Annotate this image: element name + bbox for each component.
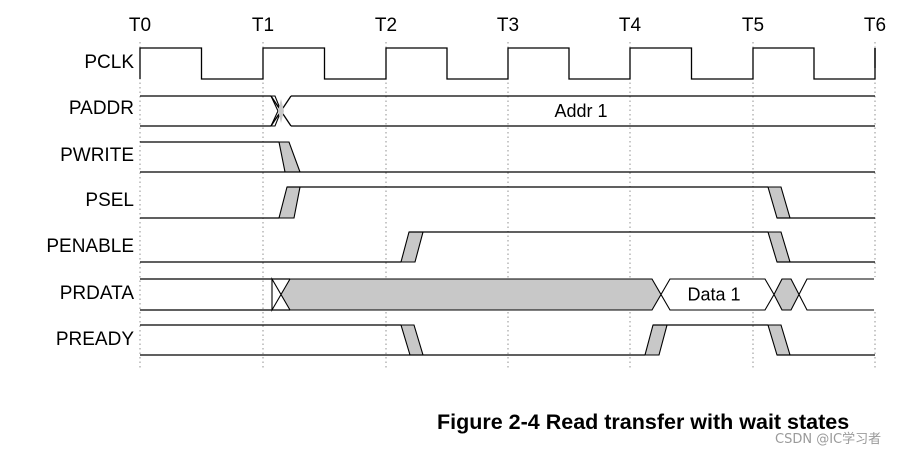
pclk-waveform: [139, 47, 876, 80]
time-marker-t3: T3: [497, 15, 519, 36]
pwrite-transition: [278, 141, 301, 173]
signal-label-prdata: PRDATA: [60, 283, 135, 304]
time-marker-t2: T2: [375, 15, 397, 36]
prdata-entry-edge: [271, 276, 282, 313]
time-marker-t4: T4: [619, 15, 642, 36]
signal-label-pwrite: PWRITE: [60, 145, 134, 166]
signal-label-pready: PREADY: [56, 329, 134, 350]
time-marker-t1: T1: [252, 15, 274, 36]
pready-rise-transition: [644, 324, 668, 356]
signal-label-psel: PSEL: [85, 190, 134, 211]
pready-fall-1-transition: [400, 324, 424, 356]
prdata-right-mask: [874, 277, 884, 312]
signal-label-paddr: PADDR: [69, 98, 134, 119]
time-marker-t5: T5: [742, 15, 764, 36]
prdata-after-region: [798, 278, 876, 311]
time-gridlines: [139, 42, 876, 368]
signal-label-penable: PENABLE: [46, 236, 134, 257]
prdata-value: Data 1: [687, 285, 740, 305]
penable-rise-transition: [400, 231, 424, 263]
prdata-end-transition: [773, 278, 800, 311]
waveforms: Addr 1 Data 1: [139, 47, 884, 356]
psel-fall-transition: [767, 186, 791, 219]
time-marker-t0: T0: [129, 15, 151, 36]
signal-label-pclk: PCLK: [84, 52, 134, 73]
prdata-undefined-region: [280, 278, 662, 311]
pready-fall-2-transition: [767, 324, 791, 356]
figure-caption: Figure 2-4 Read transfer with wait state…: [437, 410, 850, 434]
time-markers: T0 T1 T2 T3 T4 T5 T6: [129, 15, 886, 36]
signal-names: PCLK PADDR PWRITE PSEL PENABLE PRDATA PREADY: [46, 52, 134, 350]
paddr-value: Addr 1: [554, 101, 607, 121]
paddr-transition-fill: [278, 99, 284, 123]
penable-fall-transition: [767, 231, 791, 263]
time-marker-t6: T6: [864, 15, 886, 36]
psel-rise-transition: [278, 186, 301, 219]
watermark-text: CSDN @IC学习者: [775, 432, 882, 447]
